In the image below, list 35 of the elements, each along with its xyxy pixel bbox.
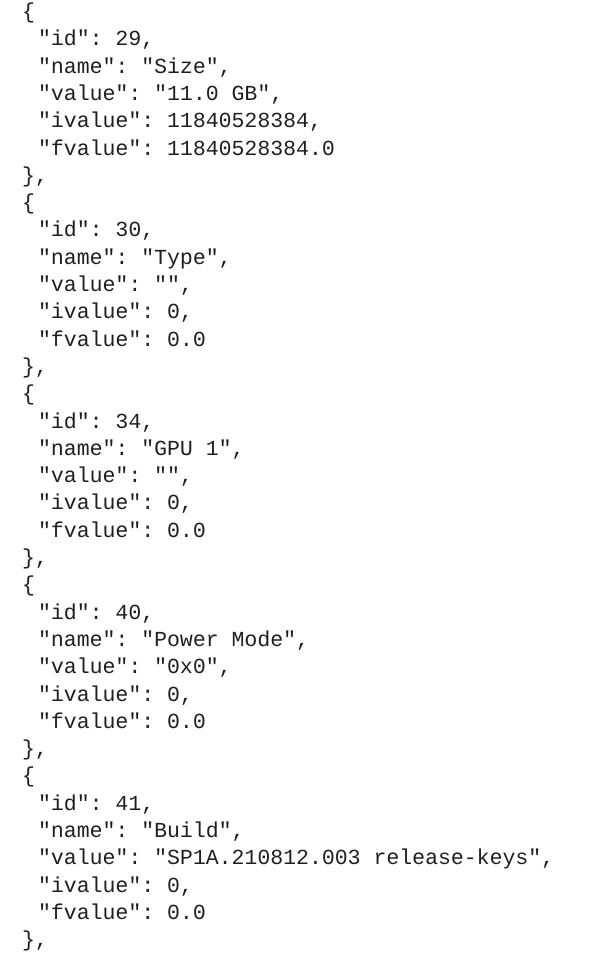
code-line: "fvalue": 11840528384.0 xyxy=(38,136,335,164)
code-line: "fvalue": 0.0 xyxy=(38,518,206,546)
code-line: "id": 41, xyxy=(38,792,154,819)
code-line: { xyxy=(22,573,35,600)
code-line: "value": "0x0", xyxy=(38,655,232,682)
code-line: { xyxy=(22,382,35,410)
code-line: "name": "GPU 1", xyxy=(38,436,244,464)
code-line: "id": 30, xyxy=(38,218,154,246)
code-line: "id": 34, xyxy=(38,410,154,436)
code-line: "name": "Power Mode", xyxy=(38,628,309,655)
code-line: "ivalue": 0, xyxy=(38,874,193,901)
code-line: "fvalue": 0.0 xyxy=(38,900,206,928)
code-line: "value": "", xyxy=(38,464,193,492)
code-line: "ivalue": 11840528384, xyxy=(38,109,322,136)
code-line: "fvalue": 0.0 xyxy=(38,328,206,355)
code-line: { xyxy=(22,764,35,792)
code-line: }, xyxy=(22,164,48,191)
code-line: "value": "11.0 GB", xyxy=(38,82,284,109)
code-line: "value": "SP1A.210812.003 release-keys", xyxy=(38,846,554,874)
code-line: "id": 29, xyxy=(38,27,154,54)
code-line: "ivalue": 0, xyxy=(38,682,193,710)
code-line: "ivalue": 0, xyxy=(38,300,193,328)
code-line: }, xyxy=(22,354,48,382)
code-line: "ivalue": 0, xyxy=(38,491,193,518)
code-line: "fvalue": 0.0 xyxy=(38,710,206,737)
code-line: { xyxy=(22,191,35,218)
code-line: "name": "Size", xyxy=(38,54,232,82)
code-line: "value": "", xyxy=(38,273,193,300)
code-line: }, xyxy=(22,546,48,573)
code-line: "id": 40, xyxy=(38,600,154,628)
code-line: }, xyxy=(22,928,48,956)
code-line: "name": "Build", xyxy=(38,819,244,846)
code-line: }, xyxy=(22,737,48,764)
code-line: "name": "Type", xyxy=(38,246,232,273)
code-line: { xyxy=(22,0,35,27)
